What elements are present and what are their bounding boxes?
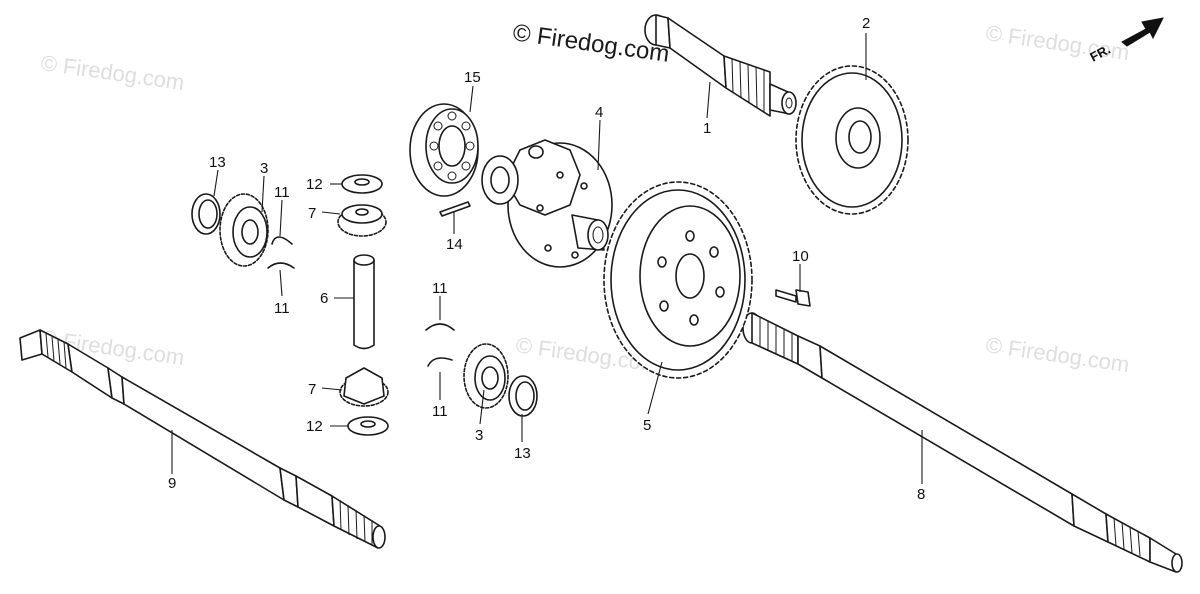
part-13-washer-left — [191, 193, 221, 235]
callout-13-left: 13 — [209, 154, 226, 171]
part-3-side-gear-right — [463, 343, 509, 409]
part-6-pinion-shaft — [353, 254, 375, 350]
front-direction-arrow-icon — [1121, 17, 1164, 47]
part-11-circlip-c — [425, 323, 455, 331]
callout-11-b: 11 — [274, 300, 290, 317]
part-10-bolt — [775, 289, 811, 307]
part-4-differential-case — [481, 139, 613, 268]
part-1-counter-shaft — [644, 14, 797, 117]
part-11-circlip-b — [267, 262, 295, 269]
callout-4: 4 — [595, 104, 603, 121]
callout-5: 5 — [643, 417, 651, 434]
watermark-mid-right: © Firedog.com — [984, 332, 1131, 377]
callout-1: 1 — [703, 120, 711, 137]
part-7-pinion-gear-top — [337, 204, 387, 237]
callout-11-d: 11 — [432, 403, 448, 420]
callout-8: 8 — [917, 486, 925, 503]
callout-13-right: 13 — [514, 445, 531, 462]
watermark-top-right: © Firedog.com — [984, 20, 1131, 65]
callout-12-bottom: 12 — [306, 418, 323, 435]
callout-7-bottom: 7 — [308, 381, 316, 398]
watermark-top-left: © Firedog.com — [39, 50, 186, 95]
part-9-left-axle — [19, 329, 386, 549]
callout-3-left: 3 — [260, 160, 268, 177]
callout-6: 6 — [320, 290, 328, 307]
part-15-bearing — [409, 103, 479, 197]
callout-11-c: 11 — [432, 280, 448, 297]
callout-12-top: 12 — [306, 176, 323, 193]
part-12-washer-top — [341, 174, 383, 194]
callout-10: 10 — [792, 248, 809, 265]
part-3-side-gear-left — [219, 193, 269, 267]
part-12-washer-bottom — [347, 416, 389, 436]
part-8-right-axle — [742, 312, 1183, 573]
callout-14: 14 — [446, 236, 463, 253]
part-13-washer-right — [508, 375, 538, 417]
callout-3-right: 3 — [475, 427, 483, 444]
leader-lines — [171, 33, 923, 484]
callout-labels: 1 2 3 3 4 5 6 7 7 8 9 10 11 11 11 11 12 … — [168, 15, 925, 503]
callout-7-top: 7 — [308, 205, 316, 222]
callout-11-a: 11 — [274, 184, 290, 201]
part-11-circlip-d — [427, 357, 453, 367]
callout-9: 9 — [168, 475, 176, 492]
part-11-circlip-a — [271, 236, 293, 245]
part-14-pin — [439, 201, 471, 217]
callout-2: 2 — [862, 15, 870, 32]
part-5-ring-gear — [603, 181, 753, 379]
part-2-spur-gear — [795, 65, 909, 215]
callout-15: 15 — [464, 69, 481, 86]
part-7-pinion-gear-bottom — [339, 367, 389, 407]
